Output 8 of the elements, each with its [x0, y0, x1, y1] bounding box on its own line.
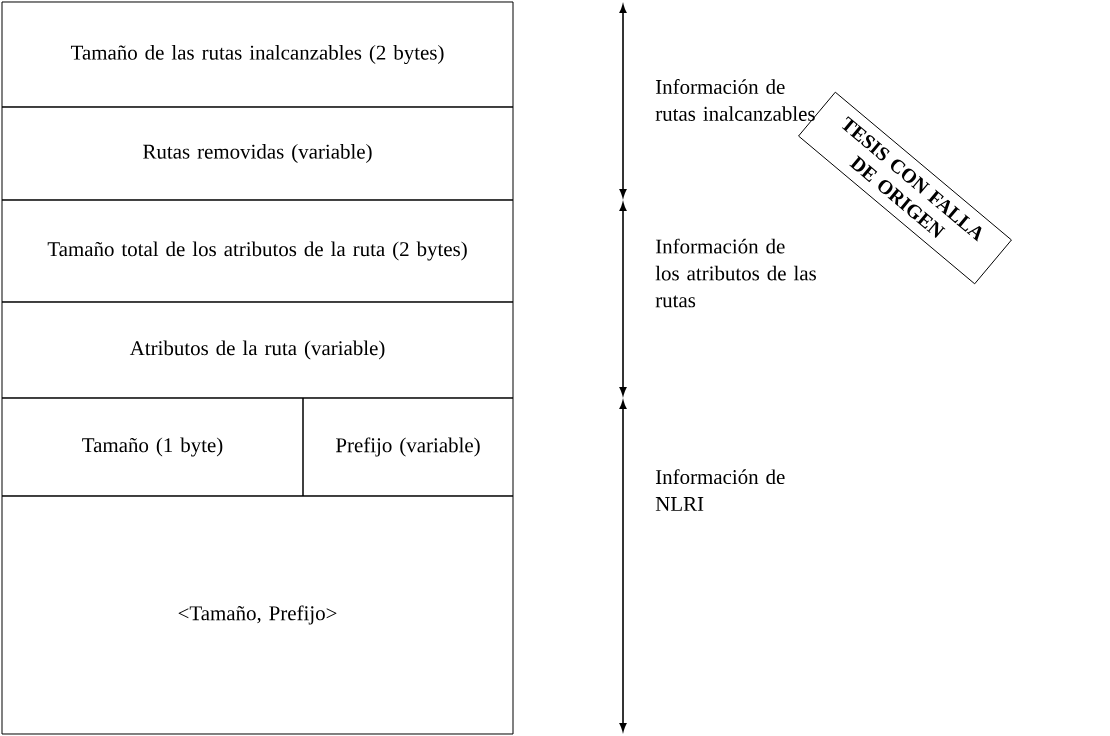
field-box: <Tamaño, Prefijo> [1, 495, 514, 735]
field-box: Rutas removidas (variable) [1, 106, 514, 201]
field-box: Tamaño total de los atributos de la ruta (2 bytes) [1, 199, 514, 303]
field-box: Tamaño de las rutas inalcanzables (2 bytes) [1, 1, 514, 108]
field-box: Tamaño (1 byte) [1, 397, 304, 497]
field-box: Atributos de la ruta (variable) [1, 301, 514, 399]
field-box: Prefijo (variable) [302, 397, 514, 497]
section-label: Información de NLRI [655, 469, 785, 511]
